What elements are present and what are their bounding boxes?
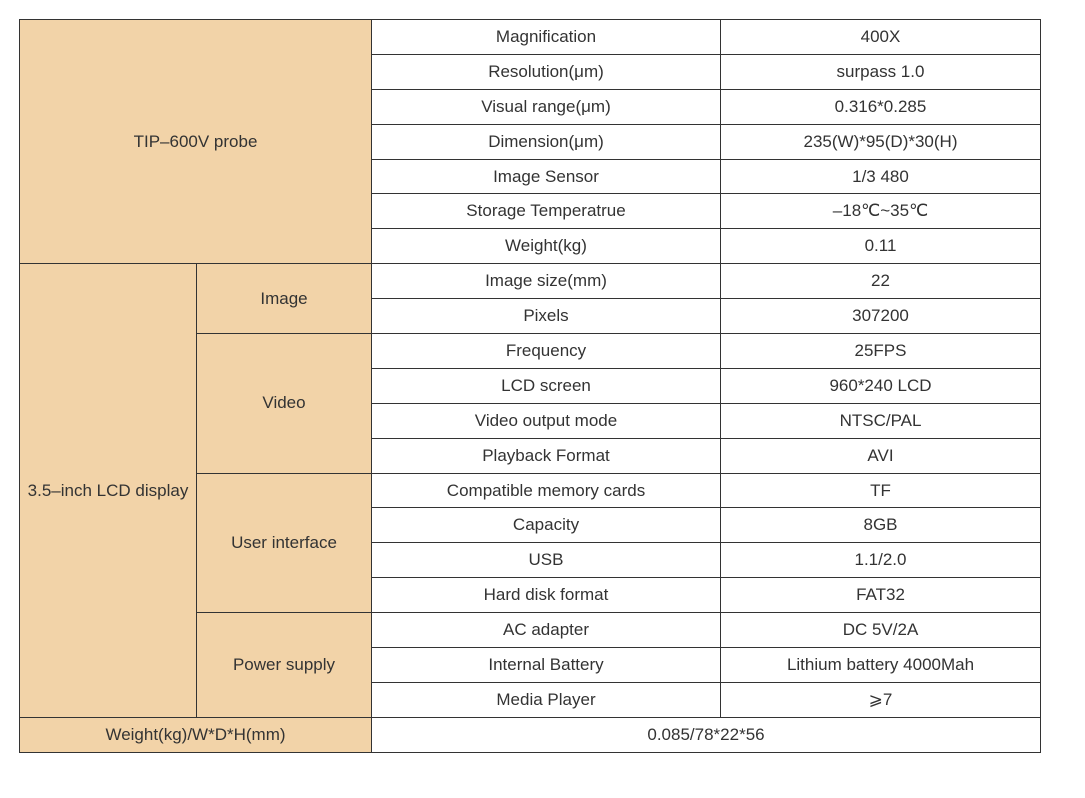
spec-name: Compatible memory cards [371, 472, 721, 509]
table-row: Storage Temperatrue–18℃~35℃ [20, 193, 1041, 230]
spec-value: 22 [720, 263, 1041, 300]
spec-name: Magnification [371, 19, 721, 55]
spec-name: Storage Temperatrue [371, 193, 721, 230]
spec-name: USB [371, 542, 721, 579]
spec-value: 307200 [720, 298, 1041, 335]
group-label: Video [196, 333, 372, 474]
spec-value: 400X [720, 19, 1041, 55]
spec-name: Image size(mm) [371, 263, 721, 300]
spec-name: Frequency [371, 333, 721, 369]
spec-value: 235(W)*95(D)*30(H) [720, 123, 1041, 160]
spec-value: FAT32 [720, 577, 1041, 614]
spec-value: TF [720, 472, 1041, 509]
spec-name: Dimension(μm) [371, 123, 721, 160]
spec-name: Pixels [371, 298, 721, 335]
spec-name: Video output mode [371, 402, 721, 439]
spec-value: Lithium battery 4000Mah [720, 647, 1041, 683]
group-label: User interface [196, 472, 372, 614]
footer-label: Weight(kg)/W*D*H(mm) [19, 716, 372, 753]
spec-name: Internal Battery [371, 647, 721, 683]
section-label-display: 3.5–inch LCD display [19, 263, 197, 718]
footer-value: 0.085/78*22*56 [371, 716, 1041, 753]
table-row: Visual range(μm)0.316*0.285 [20, 88, 1041, 125]
spec-value: 1/3 480 [720, 158, 1041, 195]
group-label: Image [196, 263, 372, 335]
table-row: Dimension(μm)235(W)*95(D)*30(H) [20, 123, 1041, 160]
spec-value: surpass 1.0 [720, 53, 1041, 90]
table-row: Resolution(μm)surpass 1.0 [20, 53, 1041, 90]
spec-name: Visual range(μm) [371, 88, 721, 125]
spec-name: Resolution(μm) [371, 53, 721, 90]
spec-value: ⩾7 [720, 681, 1041, 718]
group-label: Power supply [196, 612, 372, 718]
spec-name: Capacity [371, 507, 721, 544]
spec-name: LCD screen [371, 367, 721, 404]
spec-value: –18℃~35℃ [720, 193, 1041, 230]
table-row: Weight(kg)/W*D*H(mm)0.085/78*22*56 [19, 716, 1041, 753]
spec-name: Media Player [371, 681, 721, 718]
table-row: Media Player⩾7 [20, 681, 1041, 718]
spec-name: Weight(kg) [371, 228, 721, 265]
spec-name: Image Sensor [371, 158, 721, 195]
table-row: Weight(kg)0.11 [20, 228, 1041, 265]
spec-value: NTSC/PAL [720, 402, 1041, 439]
section-label-probe: TIP–600V probe [19, 18, 372, 265]
spec-value: DC 5V/2A [720, 612, 1041, 649]
spec-value: 0.316*0.285 [720, 88, 1041, 125]
spec-value: 1.1/2.0 [720, 542, 1041, 579]
spec-value: 8GB [720, 507, 1041, 544]
spec-value: 0.11 [720, 228, 1041, 265]
spec-name: Hard disk format [371, 577, 721, 614]
spec-name: Playback Format [371, 437, 721, 474]
spec-value: 25FPS [720, 333, 1041, 369]
spec-value: 960*240 LCD [720, 367, 1041, 404]
spec-name: AC adapter [371, 612, 721, 649]
spec-value: AVI [720, 437, 1041, 474]
